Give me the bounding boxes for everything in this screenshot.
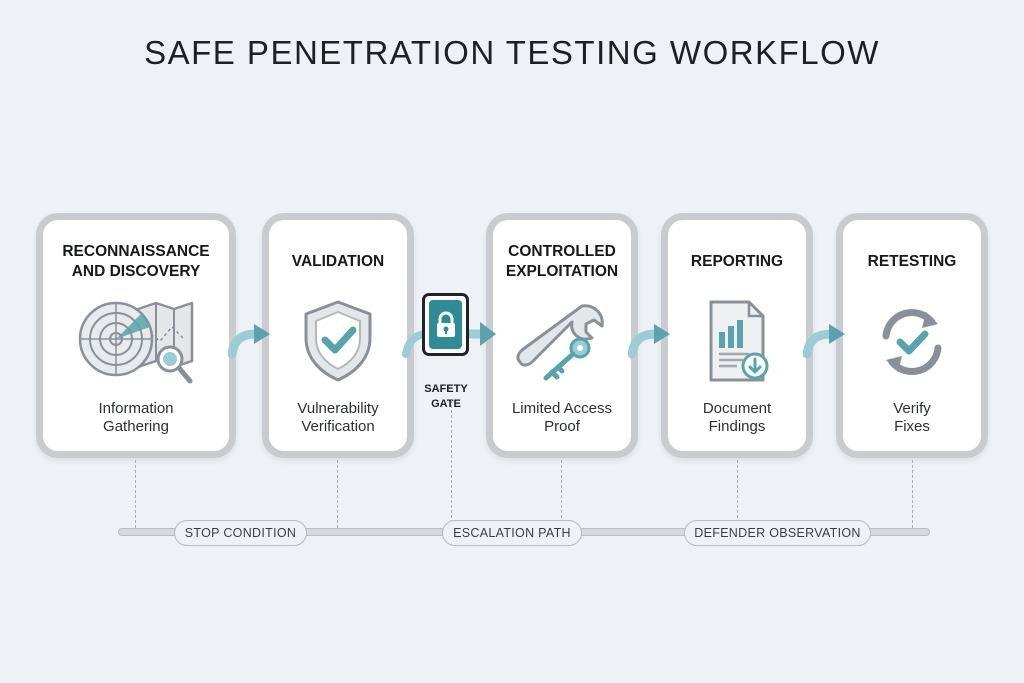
step-title: CONTROLLED EXPLOITATION xyxy=(505,243,619,280)
padlock-icon xyxy=(429,300,462,349)
radar-map-magnifier-icon xyxy=(76,286,196,396)
step-description: Vulnerability Verification xyxy=(297,400,379,435)
timeline-marker-stop-condition[interactable]: STOP CONDITION xyxy=(174,520,307,546)
timeline-connector xyxy=(451,400,452,528)
step-description: Limited Access Proof xyxy=(511,400,613,435)
step-card-reporting[interactable]: REPORTING Document Findings xyxy=(661,213,813,458)
wrench-key-icon xyxy=(512,286,612,396)
flow-arrow-icon xyxy=(402,330,428,358)
safety-gate[interactable] xyxy=(422,293,469,356)
step-description: Information Gathering xyxy=(98,400,174,435)
step-title: RECONNAISSANCE AND DISCOVERY xyxy=(62,243,210,280)
step-title: VALIDATION xyxy=(291,253,385,270)
timeline-connector xyxy=(561,460,562,528)
refresh-check-icon xyxy=(872,286,952,396)
timeline-connector xyxy=(737,460,738,528)
timeline-connector xyxy=(912,460,913,528)
step-description: Verify Fixes xyxy=(893,400,931,435)
step-title: RETESTING xyxy=(867,253,957,270)
shield-check-icon xyxy=(298,286,378,396)
step-card-retesting[interactable]: RETESTING Verify Fixes xyxy=(836,213,988,458)
timeline-connector xyxy=(135,460,136,528)
step-title: REPORTING xyxy=(690,253,784,270)
step-card-validation[interactable]: VALIDATION Vulnerability Verification xyxy=(262,213,414,458)
flow-arrow-icon xyxy=(228,324,270,359)
safety-gate-label: SAFETY GATE xyxy=(424,383,468,410)
page-title: SAFE PENETRATION TESTING WORKFLOW xyxy=(144,34,880,71)
flow-arrow-icon xyxy=(466,322,496,346)
flow-arrow-icon xyxy=(628,324,670,359)
step-card-reconnaissance[interactable]: RECONNAISSANCE AND DISCOVERY Information… xyxy=(36,213,236,458)
timeline-connector xyxy=(337,460,338,528)
step-card-controlled-exploitation[interactable]: CONTROLLED EXPLOITATION Limited Access P… xyxy=(486,213,638,458)
timeline-marker-escalation-path[interactable]: ESCALATION PATH xyxy=(442,520,582,546)
report-document-icon xyxy=(697,286,777,396)
flow-arrow-icon xyxy=(803,324,845,359)
step-description: Document Findings xyxy=(702,400,772,435)
timeline-marker-defender-observation[interactable]: DEFENDER OBSERVATION xyxy=(684,520,871,546)
